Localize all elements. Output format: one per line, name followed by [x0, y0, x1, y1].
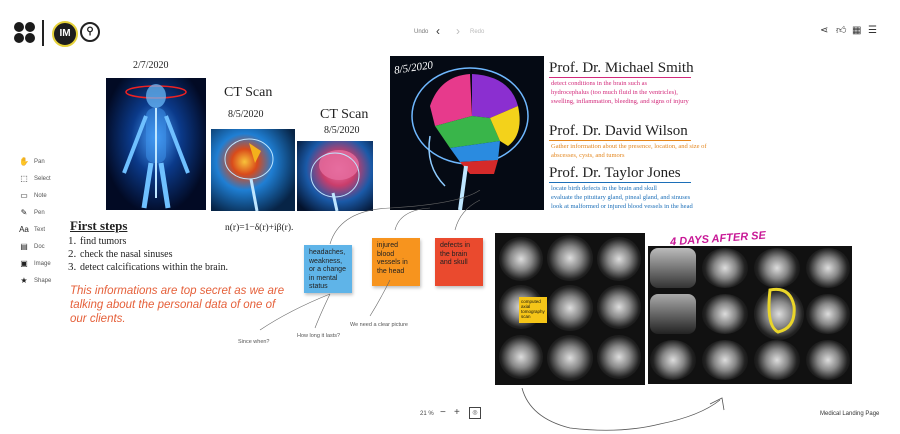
sticky-note[interactable]: defects in the brain and skull	[435, 238, 483, 286]
doctor-name: Prof. Dr. David Wilson	[549, 123, 688, 139]
toolbar-label: Pen	[34, 210, 45, 216]
text-icon: Aa	[19, 225, 29, 234]
doctor-note-line: Gather information about the presence, l…	[551, 143, 707, 150]
doctor-name-underline	[549, 182, 691, 183]
doctor-name-underline	[549, 140, 691, 141]
settings-sliders-icon[interactable]: ☰	[868, 25, 877, 36]
doc-icon: ▤	[20, 242, 28, 251]
toolbar-select-button[interactable]: ⬚ Select	[18, 173, 51, 185]
doctor-name: Prof. Dr. Taylor Jones	[549, 165, 681, 181]
step-text: check the nasal sinuses	[80, 249, 173, 260]
note-icon: ▭	[20, 191, 28, 200]
undo-arrow-icon[interactable]: ‹	[436, 24, 440, 38]
mri-scan-grid[interactable]	[648, 246, 852, 384]
toolbar-label: Doc	[34, 244, 45, 250]
toolbar-pan-button[interactable]: ✋ Pan	[18, 156, 45, 168]
comment-clear-picture[interactable]: We need a clear picture	[350, 322, 408, 328]
shape-icon: ★	[20, 276, 28, 285]
pen-icon: ✎	[20, 208, 28, 217]
grid-view-icon[interactable]: ▦	[852, 25, 862, 36]
step-text: find tumors	[80, 236, 127, 247]
doctor-note-line: swelling, inflammation, bleeding, and si…	[551, 98, 689, 105]
doctor-note-line: abscesses, cysts, and tumors	[551, 152, 625, 159]
sticky-note[interactable]: headaches, weakness, or a change in ment…	[304, 245, 352, 293]
comment-since-when[interactable]: Since when?	[238, 339, 270, 345]
select-icon: ⬚	[20, 174, 28, 183]
toolbar-note-button[interactable]: ▭ Note	[18, 190, 47, 202]
toolbar-label: Note	[34, 193, 47, 199]
first-step-item: 2.check the nasal sinuses	[68, 248, 172, 260]
fit-screen-icon[interactable]: ◎	[469, 407, 481, 419]
toolbar-pen-button[interactable]: ✎ Pen	[18, 207, 45, 219]
axial-ct-scan-grid[interactable]: computed axial tomography scan	[495, 233, 645, 385]
ct-scan-date-2: 8/5/2020	[324, 125, 360, 136]
toolbar-label: Text	[34, 227, 46, 233]
connector-lines	[259, 190, 481, 331]
app-logo[interactable]	[14, 22, 36, 44]
toolbar-label: Select	[34, 176, 51, 182]
pan-icon: ✋	[19, 157, 29, 166]
ct-scan-title-1: CT Scan	[224, 85, 273, 100]
confidential-note: This informations are top secret as we a…	[70, 285, 285, 325]
first-step-item: 1.find tumors	[68, 235, 126, 247]
body-nervous-system-image[interactable]	[106, 78, 206, 210]
zoom-in-icon[interactable]: +	[454, 407, 460, 418]
like-icon[interactable]: 👍︎	[836, 25, 847, 36]
share-icon[interactable]: ⋖	[820, 25, 829, 36]
doctor-name: Prof. Dr. Michael Smith	[549, 60, 694, 76]
zoom-level: 21 %	[420, 411, 434, 417]
lesion-highlight-icon	[767, 287, 796, 334]
redo-arrow-icon[interactable]: ›	[456, 24, 460, 38]
toolbar-shape-button[interactable]: ★ Shape	[18, 275, 51, 287]
page-name-label[interactable]: Medical Landing Page	[820, 411, 880, 417]
formula-text: n(r)=1−δ(r)+iβ(r).	[225, 223, 294, 233]
step-number: 2.	[68, 248, 77, 260]
date-label-1: 2/7/2020	[133, 60, 169, 71]
undo-label[interactable]: Undo	[414, 29, 429, 35]
first-step-item: 3.detect calcifications within the brain…	[68, 261, 228, 273]
redo-label[interactable]: Redo	[470, 29, 485, 35]
toolbar-image-button[interactable]: ▣ Image	[18, 258, 51, 270]
doctor-note-line: look at malformed or injured blood vesse…	[551, 203, 693, 210]
ct-scan-image-2[interactable]	[297, 141, 373, 211]
brain-regions-image[interactable]: 8/5/2020	[390, 56, 544, 210]
toolbar-label: Pan	[34, 159, 45, 165]
accessibility-icon[interactable]: ⚲	[80, 22, 100, 42]
zoom-out-icon[interactable]: −	[440, 407, 446, 418]
comment-how-long[interactable]: How long it lasts?	[297, 333, 341, 339]
step-text: detect calcifications within the brain.	[80, 262, 228, 273]
ct-scan-image-1[interactable]	[211, 129, 295, 211]
toolbar-doc-button[interactable]: ▤ Doc	[18, 241, 45, 253]
sticky-note[interactable]: injured blood vessels in the head	[372, 238, 420, 286]
image-icon: ▣	[20, 259, 28, 268]
doctor-note-line: locate birth defects in the brain and sk…	[551, 185, 657, 192]
step-number: 1.	[68, 235, 77, 247]
scan-annotation-label[interactable]: computed axial tomography scan	[519, 297, 547, 323]
toolbar-label: Shape	[34, 278, 52, 284]
handwritten-arrow	[521, 388, 725, 431]
ct-scan-date-1: 8/5/2020	[228, 109, 264, 120]
header-divider	[42, 20, 44, 46]
toolbar-label: Image	[34, 261, 51, 267]
toolbar-text-button[interactable]: Aa Text	[18, 224, 45, 236]
doctor-note-line: detect conditions in the brain such as	[551, 80, 648, 87]
first-steps-title: First steps	[70, 218, 128, 233]
ct-scan-title-2: CT Scan	[320, 107, 369, 122]
doctor-note-line: hydrocephalus (too much fluid in the ven…	[551, 89, 678, 96]
doctor-name-underline	[549, 77, 691, 78]
user-avatar[interactable]: IM	[52, 21, 78, 47]
doctor-note-line: evaluate the pituitary gland, pineal gla…	[551, 194, 691, 201]
step-number: 3.	[68, 261, 77, 273]
